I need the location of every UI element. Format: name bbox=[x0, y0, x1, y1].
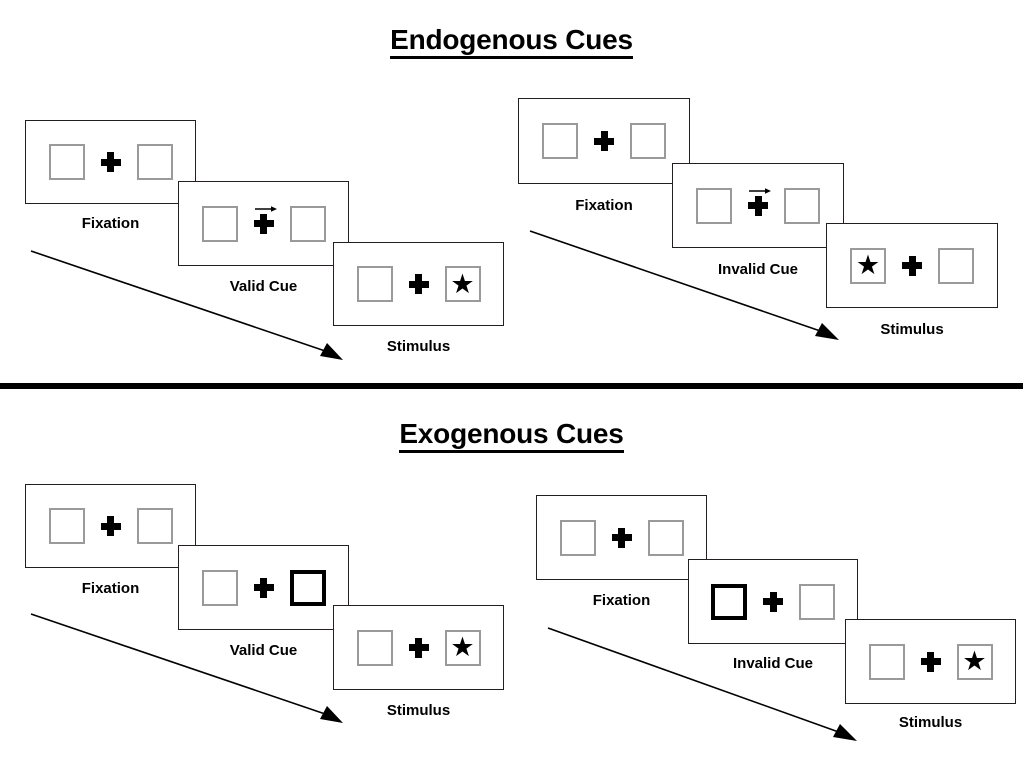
fixation-cross-icon bbox=[408, 274, 429, 294]
right-placeholder-box bbox=[136, 144, 173, 180]
frame-content: ★ bbox=[850, 247, 974, 284]
left-placeholder-box bbox=[868, 643, 905, 680]
right-placeholder-box bbox=[784, 187, 820, 224]
left-placeholder-box bbox=[201, 569, 238, 606]
right-placeholder-box bbox=[799, 583, 835, 620]
star-icon: ★ bbox=[962, 646, 987, 676]
centre-slot bbox=[407, 630, 431, 666]
fixation-cross-icon bbox=[902, 255, 922, 276]
fixation-cross-icon bbox=[100, 516, 121, 536]
fixation-cross-icon bbox=[100, 152, 121, 172]
left-placeholder-box bbox=[696, 187, 732, 224]
cue-arrow-right-icon bbox=[254, 205, 277, 212]
centre-slot bbox=[407, 266, 431, 302]
stage-label-endogenous-valid-fixation: Fixation bbox=[81, 215, 140, 232]
section-title-exogenous: Exogenous Cues bbox=[0, 418, 1023, 453]
left-placeholder-box bbox=[542, 123, 578, 159]
centre-slot bbox=[919, 644, 943, 680]
left-placeholder-box bbox=[48, 508, 85, 544]
centre-slot bbox=[99, 508, 123, 544]
frame-exogenous-valid-cue bbox=[178, 545, 349, 630]
fixation-cross-icon bbox=[748, 195, 768, 216]
stage-label-endogenous-invalid-cue: Invalid Cue bbox=[717, 261, 799, 278]
right-placeholder-box bbox=[647, 519, 684, 556]
right-placeholder-box bbox=[289, 205, 326, 242]
section-divider bbox=[0, 383, 1023, 389]
right-target-box: ★ bbox=[444, 266, 481, 302]
frame-content bbox=[711, 583, 835, 620]
right-placeholder-box bbox=[630, 123, 666, 159]
frame-exogenous-invalid-stimulus: ★ bbox=[845, 619, 1016, 704]
fixation-cross-icon bbox=[253, 577, 274, 598]
centre-slot bbox=[252, 205, 277, 242]
stage-label-exogenous-invalid-stimulus: Stimulus bbox=[898, 714, 963, 731]
fixation-cross-icon bbox=[253, 213, 274, 234]
left-placeholder-box bbox=[201, 205, 238, 242]
fixation-cross-icon bbox=[763, 591, 783, 612]
frame-content bbox=[696, 187, 820, 224]
frame-endogenous-invalid-cue bbox=[672, 163, 844, 248]
frame-content: ★ bbox=[356, 266, 481, 302]
frame-content bbox=[559, 519, 684, 556]
star-icon: ★ bbox=[450, 632, 475, 662]
right-target-box: ★ bbox=[956, 643, 993, 680]
centre-slot bbox=[610, 520, 634, 556]
stage-label-exogenous-invalid-cue: Invalid Cue bbox=[732, 655, 814, 672]
centre-slot bbox=[592, 123, 616, 159]
left-target-box: ★ bbox=[850, 247, 886, 284]
centre-slot bbox=[746, 187, 771, 224]
frame-content bbox=[201, 205, 326, 242]
frame-endogenous-invalid-fixation bbox=[518, 98, 690, 184]
frame-exogenous-invalid-fixation bbox=[536, 495, 707, 580]
stage-label-endogenous-invalid-stimulus: Stimulus bbox=[880, 321, 944, 338]
stage-label-exogenous-valid-fixation: Fixation bbox=[81, 580, 140, 597]
star-icon: ★ bbox=[855, 250, 881, 280]
stage-label-endogenous-valid-cue: Valid Cue bbox=[229, 278, 298, 295]
frame-endogenous-valid-stimulus: ★ bbox=[333, 242, 504, 326]
frame-content bbox=[48, 508, 173, 544]
centre-slot bbox=[761, 584, 785, 620]
fixation-cross-icon bbox=[594, 131, 614, 151]
fixation-cross-icon bbox=[408, 637, 429, 658]
stage-label-exogenous-valid-cue: Valid Cue bbox=[229, 642, 298, 659]
centre-slot bbox=[252, 570, 276, 606]
right-placeholder-box bbox=[938, 247, 974, 284]
frame-exogenous-valid-fixation bbox=[25, 484, 196, 568]
stage-label-exogenous-invalid-fixation: Fixation bbox=[592, 592, 651, 609]
frame-exogenous-valid-stimulus: ★ bbox=[333, 605, 504, 690]
centre-slot bbox=[900, 248, 924, 284]
left-placeholder-box bbox=[356, 266, 393, 302]
frame-endogenous-invalid-stimulus: ★ bbox=[826, 223, 998, 308]
left-placeholder-box bbox=[48, 144, 85, 180]
left-placeholder-box bbox=[356, 629, 393, 666]
frame-content: ★ bbox=[868, 643, 993, 680]
stage-label-endogenous-valid-stimulus: Stimulus bbox=[386, 338, 451, 355]
frame-content bbox=[48, 144, 173, 180]
fixation-cross-icon bbox=[611, 527, 632, 548]
cue-arrow-right-icon bbox=[749, 187, 771, 194]
section-title-exogenous-text: Exogenous Cues bbox=[399, 418, 624, 453]
stage-label-exogenous-valid-stimulus: Stimulus bbox=[386, 702, 451, 719]
fixation-cross-icon bbox=[920, 651, 941, 672]
frame-content bbox=[201, 569, 326, 606]
right-target-box: ★ bbox=[444, 629, 481, 666]
frame-exogenous-invalid-cue bbox=[688, 559, 858, 644]
frame-endogenous-valid-fixation bbox=[25, 120, 196, 204]
frame-endogenous-valid-cue bbox=[178, 181, 349, 266]
stage-label-endogenous-invalid-fixation: Fixation bbox=[575, 197, 633, 214]
right-cued-box bbox=[289, 569, 326, 606]
section-title-endogenous-text: Endogenous Cues bbox=[390, 24, 633, 59]
left-cued-box bbox=[711, 583, 747, 620]
left-placeholder-box bbox=[559, 519, 596, 556]
frame-content bbox=[542, 123, 666, 159]
section-title-endogenous: Endogenous Cues bbox=[0, 24, 1023, 59]
right-placeholder-box bbox=[136, 508, 173, 544]
centre-slot bbox=[99, 144, 123, 180]
star-icon: ★ bbox=[450, 268, 475, 299]
frame-content: ★ bbox=[356, 629, 481, 666]
